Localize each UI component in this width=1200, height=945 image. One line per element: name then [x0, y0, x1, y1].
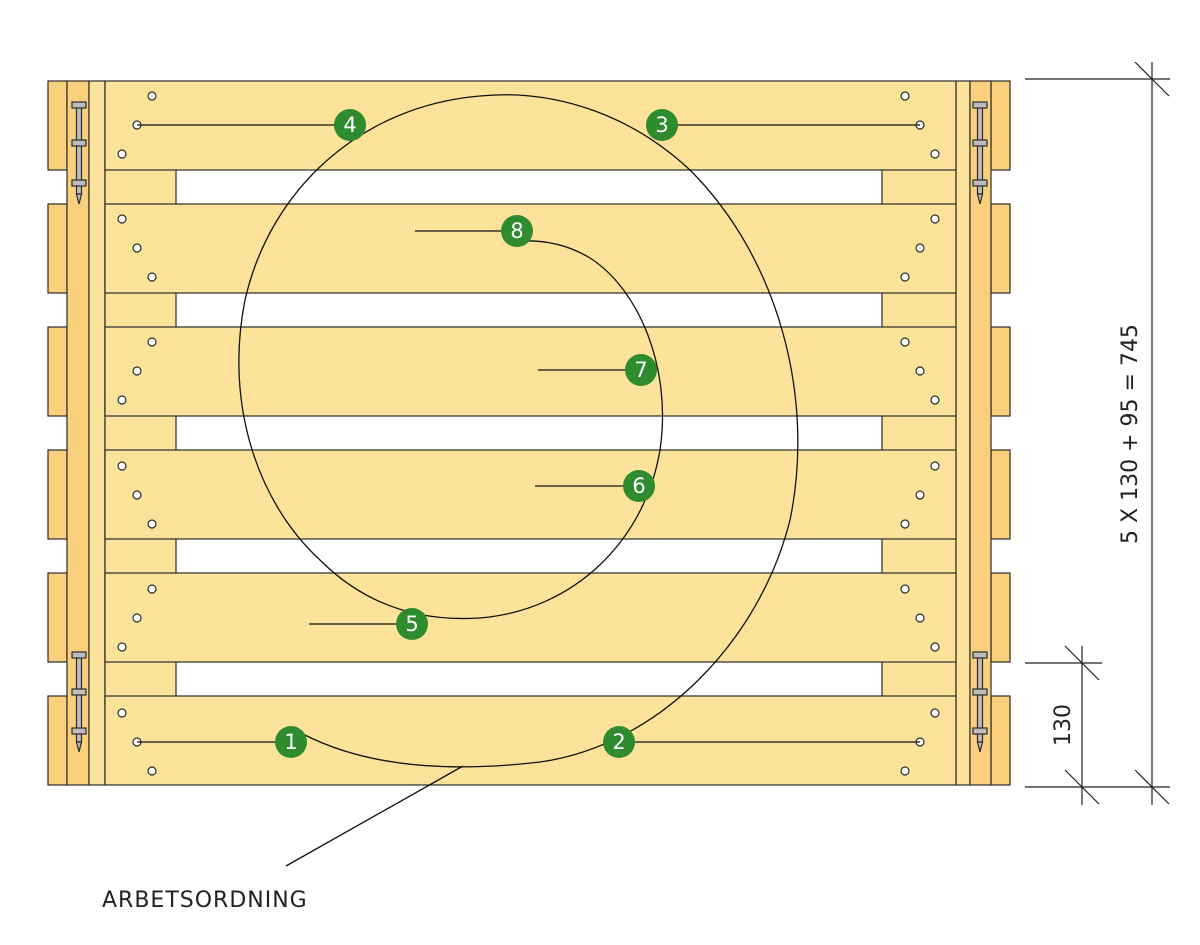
screw-hole [117, 708, 127, 718]
step-badge-1: 1 [275, 726, 307, 758]
step-number: 6 [632, 474, 645, 498]
left-block-2 [47, 203, 68, 294]
screw-hole [147, 519, 157, 529]
dimension-board [1025, 645, 1102, 805]
screw-hole [117, 395, 127, 405]
left-block-1 [47, 80, 68, 171]
screw-hole [915, 243, 925, 253]
step-badge-4: 4 [334, 109, 366, 141]
step-badge-3: 3 [646, 109, 678, 141]
hinge-pin-top-right [972, 101, 988, 205]
screw-hole [930, 395, 940, 405]
right-block-6 [990, 695, 1011, 786]
board-3 [104, 326, 957, 417]
screw-hole [900, 584, 910, 594]
dimension-board-label: 130 [1051, 704, 1076, 746]
screw-hole [132, 366, 142, 376]
boards [104, 80, 957, 786]
screw-hole [930, 214, 940, 224]
step-badges: 1 2 3 4 5 6 7 8 [275, 109, 678, 758]
screw-hole [930, 708, 940, 718]
step-badge-6: 6 [623, 470, 655, 502]
screw-hole [132, 613, 142, 623]
step-number: 1 [284, 730, 297, 754]
screw-hole [915, 366, 925, 376]
left-block-4 [47, 449, 68, 540]
screw-hole [930, 461, 940, 471]
screw-hole [147, 272, 157, 282]
right-block-5 [990, 572, 1011, 663]
screw-hole [117, 461, 127, 471]
screw-hole [900, 337, 910, 347]
screw-holes [117, 91, 940, 776]
step-number: 8 [510, 219, 523, 243]
vertical-rails [66, 80, 992, 786]
screw-hole [930, 642, 940, 652]
board-4 [104, 449, 957, 540]
caption-leader-line [285, 765, 464, 867]
caption-label: ARBETSORDNING [102, 888, 308, 913]
screw-hole [147, 584, 157, 594]
board-6 [104, 695, 957, 786]
step-badge-5: 5 [396, 608, 428, 640]
work-order-spiral [238, 94, 799, 768]
screw-hole [915, 490, 925, 500]
screw-hole [117, 149, 127, 159]
screw-hole [147, 766, 157, 776]
right-block-2 [990, 203, 1011, 294]
step-number: 2 [612, 730, 625, 754]
right-outer-rail [969, 80, 992, 786]
left-block-5 [47, 572, 68, 663]
step-number: 3 [655, 113, 668, 137]
screw-hole [900, 766, 910, 776]
left-block-6 [47, 695, 68, 786]
step-number: 7 [634, 358, 647, 382]
step-number: 5 [405, 612, 418, 636]
screw-hole [915, 613, 925, 623]
screw-hole [117, 642, 127, 652]
screw-hole [900, 272, 910, 282]
screw-hole [132, 243, 142, 253]
screw-hole [900, 519, 910, 529]
right-block-1 [990, 80, 1011, 171]
step-badge-7: 7 [625, 354, 657, 386]
screw-hole [132, 490, 142, 500]
outer-blocks [47, 80, 1011, 786]
screw-hole [117, 214, 127, 224]
step-leader-lines [137, 124, 920, 743]
right-block-4 [990, 449, 1011, 540]
left-inner-rail [88, 80, 106, 786]
hinge-pins [71, 101, 988, 753]
hinge-pin-bottom-right [972, 651, 988, 753]
hinge-pin-bottom-left [71, 651, 87, 753]
step-badge-2: 2 [603, 726, 635, 758]
left-block-3 [47, 326, 68, 417]
right-block-3 [990, 326, 1011, 417]
screw-hole [900, 91, 910, 101]
screw-hole [147, 337, 157, 347]
step-badge-8: 8 [501, 215, 533, 247]
step-number: 4 [343, 113, 356, 137]
board-5 [104, 572, 957, 663]
screw-hole [930, 149, 940, 159]
right-inner-rail [955, 80, 971, 786]
board-2 [104, 203, 957, 294]
hinge-pin-top-left [71, 101, 87, 205]
screw-hole [147, 91, 157, 101]
dimension-total [1025, 61, 1170, 805]
dimension-total-label: 5 X 130 + 95 = 745 [1118, 324, 1143, 544]
